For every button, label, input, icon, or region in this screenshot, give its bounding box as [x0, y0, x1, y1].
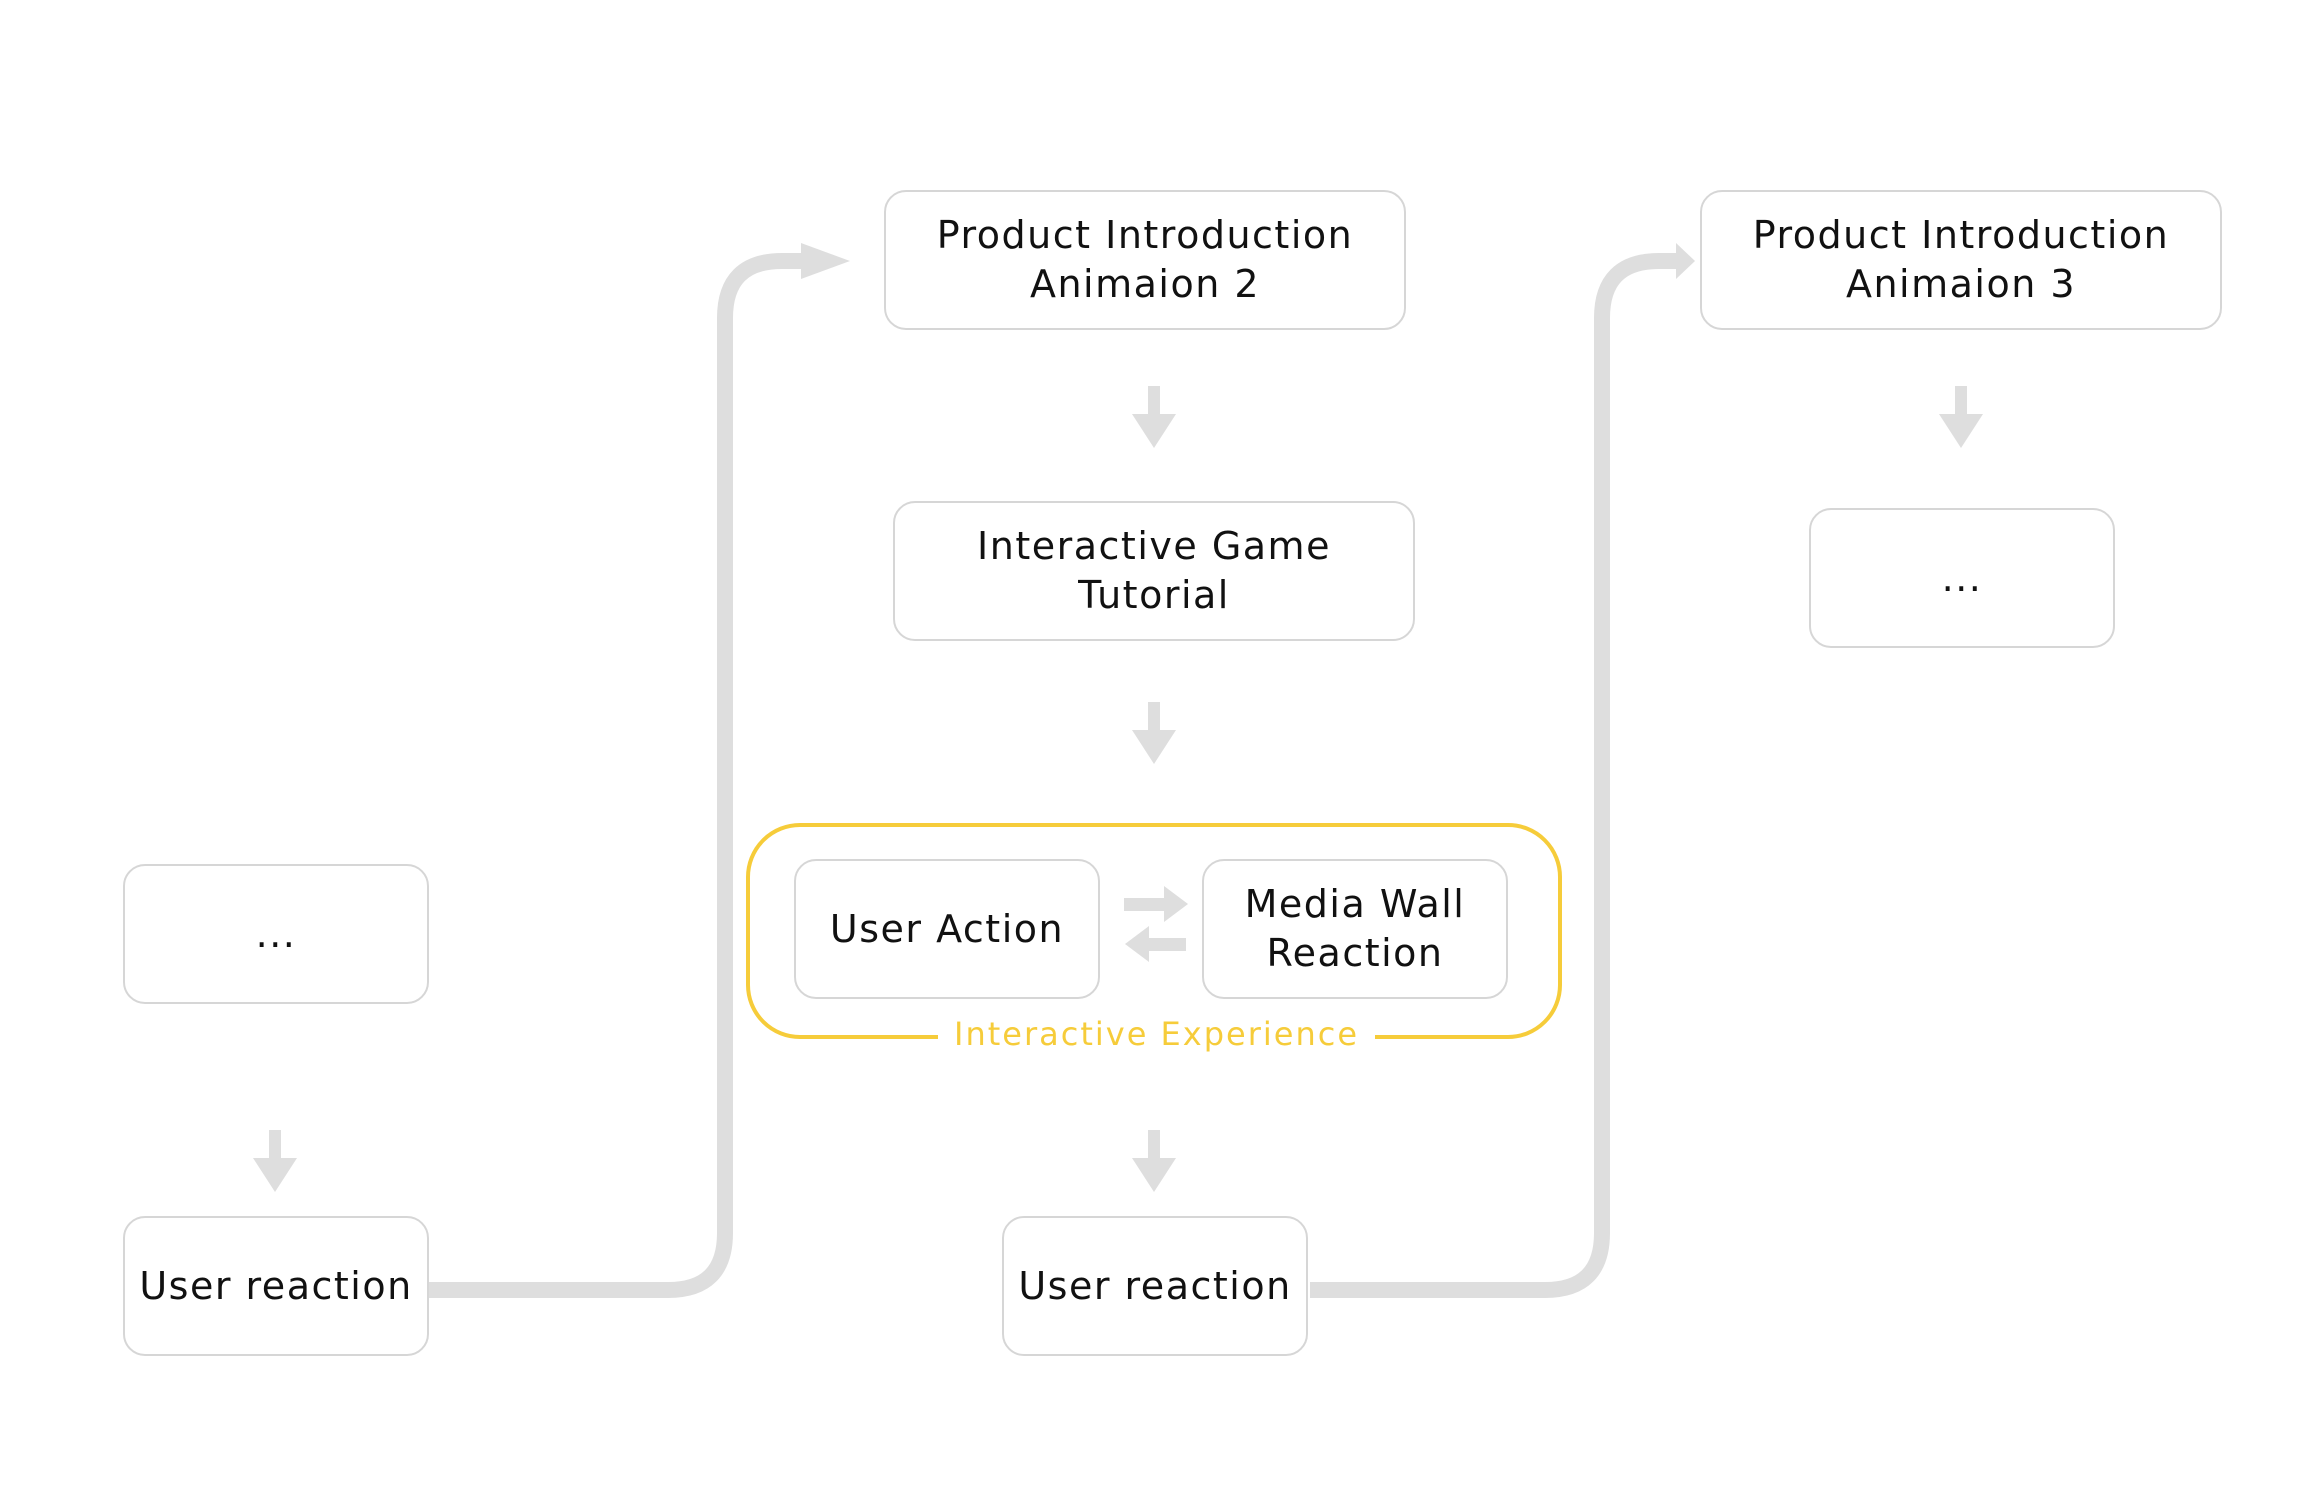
node-product-intro-3-line1: Product Introduction: [1752, 213, 2170, 257]
node-user-reaction-center-label: User reaction: [1018, 1263, 1292, 1308]
node-game-tutorial: Interactive Game Tutorial: [893, 501, 1415, 641]
swap-arrows-icon: [1124, 886, 1188, 962]
node-product-intro-3: Product Introduction Animaion 3: [1700, 190, 2222, 330]
interactive-experience-label: Interactive Experience: [938, 1014, 1375, 1054]
node-product-intro-2-line1: Product Introduction: [936, 213, 1354, 257]
connector-left-to-intro-2: [429, 253, 805, 1298]
down-arrow-icon: [1132, 386, 1176, 448]
down-arrow-icon: [1132, 1130, 1176, 1192]
node-product-intro-2-line2: Animaion 2: [1029, 262, 1261, 306]
node-user-action-label: User Action: [829, 906, 1065, 951]
node-ellipsis-right-label: ...: [1941, 555, 1983, 600]
node-game-tutorial-line2: Tutorial: [1078, 573, 1230, 617]
node-user-reaction-left: User reaction: [123, 1216, 429, 1356]
node-media-wall-reaction: Media Wall Reaction: [1202, 859, 1508, 999]
connector-center-to-intro-3: [1310, 253, 1680, 1298]
node-user-reaction-center: User reaction: [1002, 1216, 1308, 1356]
node-ellipsis-left-label: ...: [255, 911, 297, 956]
node-media-wall-reaction-line2: Reaction: [1266, 931, 1444, 975]
node-ellipsis-left: ...: [123, 864, 429, 1004]
node-product-intro-2: Product Introduction Animaion 2: [884, 190, 1406, 330]
down-arrow-icon: [1132, 702, 1176, 764]
node-product-intro-3-line2: Animaion 3: [1845, 262, 2077, 306]
node-media-wall-reaction-line1: Media Wall: [1244, 882, 1466, 926]
arrowhead-right-icon: [1676, 243, 1695, 279]
arrowhead-right-icon: [801, 243, 850, 279]
down-arrow-icon: [253, 1130, 297, 1192]
node-user-action: User Action: [794, 859, 1100, 999]
node-ellipsis-right: ...: [1809, 508, 2115, 648]
down-arrow-icon: [1939, 386, 1983, 448]
node-user-reaction-left-label: User reaction: [139, 1263, 413, 1308]
node-game-tutorial-line1: Interactive Game: [977, 524, 1331, 568]
